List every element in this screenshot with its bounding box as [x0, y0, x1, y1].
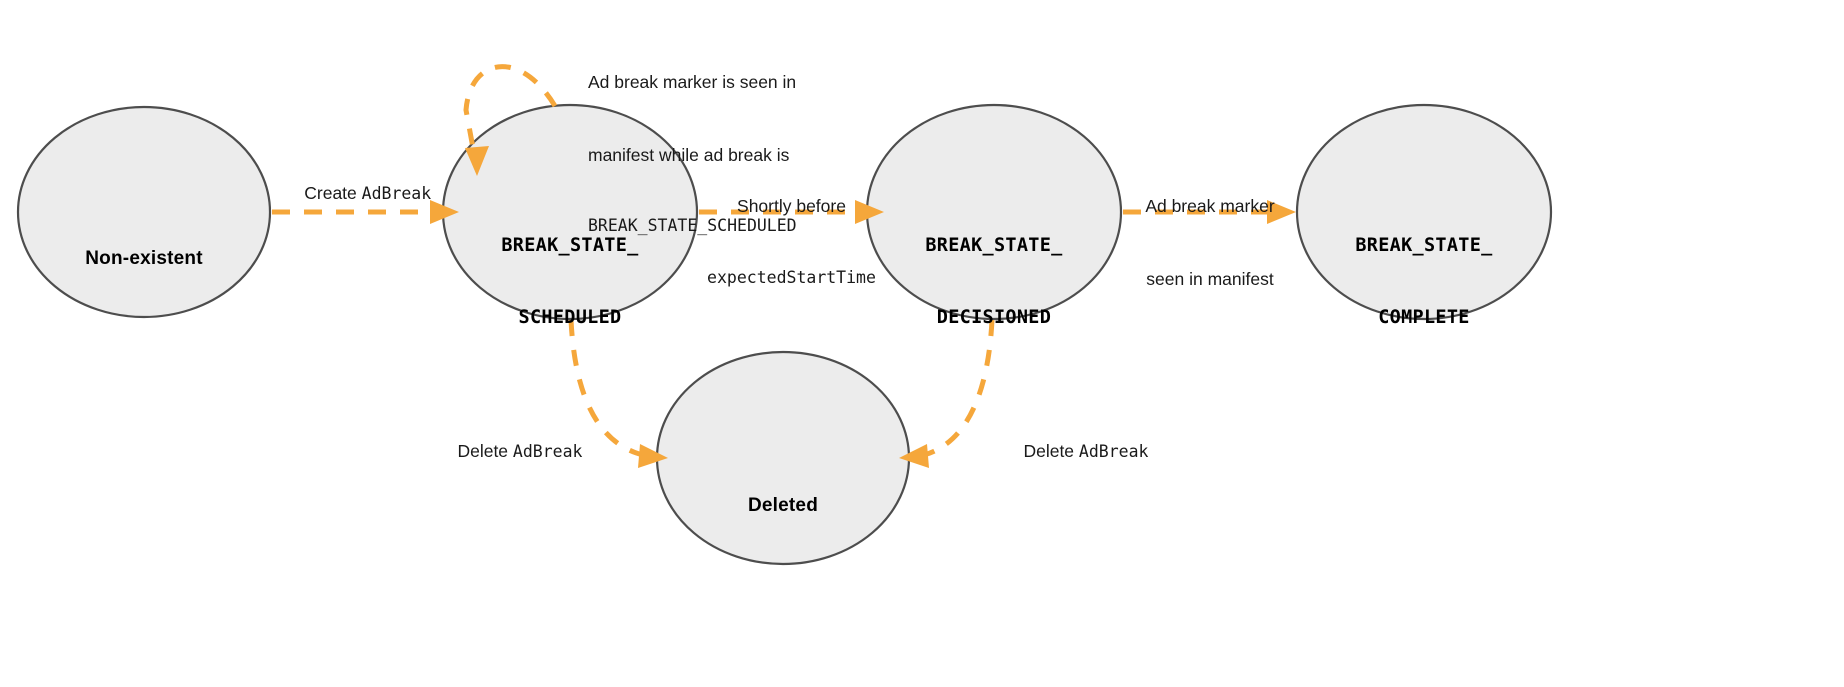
edge-create-adbreak-arrowhead: [430, 200, 459, 224]
edge-shortly-before-arrowhead: [855, 200, 884, 224]
edge-delete-from-decisioned[interactable]: [899, 319, 995, 468]
edge-delete-from-decisioned-path: [923, 319, 995, 458]
edge-marker-seen-arrowhead: [1267, 200, 1296, 224]
edge-delete-from-decisioned-arrowhead: [899, 444, 929, 468]
edge-shortly-before[interactable]: [699, 200, 884, 224]
edge-delete-from-scheduled-path: [568, 319, 644, 458]
node-break-state-decisioned[interactable]: [865, 103, 1123, 321]
edge-marker-seen[interactable]: [1123, 200, 1296, 224]
edge-delete-from-scheduled[interactable]: [568, 319, 668, 468]
node-break-state-complete[interactable]: [1295, 103, 1553, 321]
edge-scheduled-self-loop[interactable]: [463, 64, 558, 176]
edge-create-adbreak[interactable]: [272, 200, 459, 224]
edge-delete-from-scheduled-arrowhead: [638, 444, 668, 468]
node-non-existent[interactable]: [16, 105, 272, 319]
edge-scheduled-self-loop-path: [463, 64, 558, 149]
node-deleted[interactable]: [655, 350, 911, 566]
edge-scheduled-self-loop-arrowhead: [465, 146, 489, 176]
node-break-state-scheduled[interactable]: [441, 103, 699, 321]
